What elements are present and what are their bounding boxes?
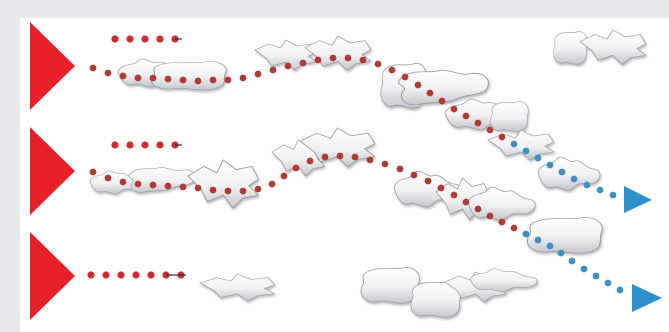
irregular-fragment-icon xyxy=(526,216,604,255)
irregular-fragment-icon xyxy=(199,273,276,302)
irregular-fragment-icon xyxy=(553,31,588,65)
irregular-fragment-icon xyxy=(537,156,601,191)
irregular-fragment-icon xyxy=(304,35,372,72)
irregular-fragment-icon xyxy=(579,29,647,66)
dotted-path-icon xyxy=(111,35,182,43)
dotted-path-icon xyxy=(87,271,186,279)
irregular-fragment-icon xyxy=(150,60,228,91)
dotted-path-icon xyxy=(89,54,506,141)
irregular-fragment-icon xyxy=(490,101,529,132)
dotted-path-icon xyxy=(89,152,518,232)
start-arrows xyxy=(30,22,75,320)
irregular-fragment-icon xyxy=(360,266,421,304)
trail-row-2 xyxy=(89,152,662,312)
trail-row-1 xyxy=(89,54,652,213)
red-triangle-arrow-icon xyxy=(30,22,75,110)
dotted-path-icon xyxy=(522,230,624,294)
start-dot-lines xyxy=(87,35,186,279)
red-triangle-arrow-icon xyxy=(30,127,75,215)
blue-arrow-icon xyxy=(632,284,662,312)
red-triangle-arrow-icon xyxy=(30,232,75,320)
irregular-fragment-icon xyxy=(187,159,260,209)
blue-arrow-icon xyxy=(624,186,652,213)
dotted-path-icon xyxy=(510,140,617,199)
irregular-fragment-icon xyxy=(487,129,555,161)
irregular-fragment-icon xyxy=(469,268,538,293)
dotted-path-icon xyxy=(111,141,182,149)
